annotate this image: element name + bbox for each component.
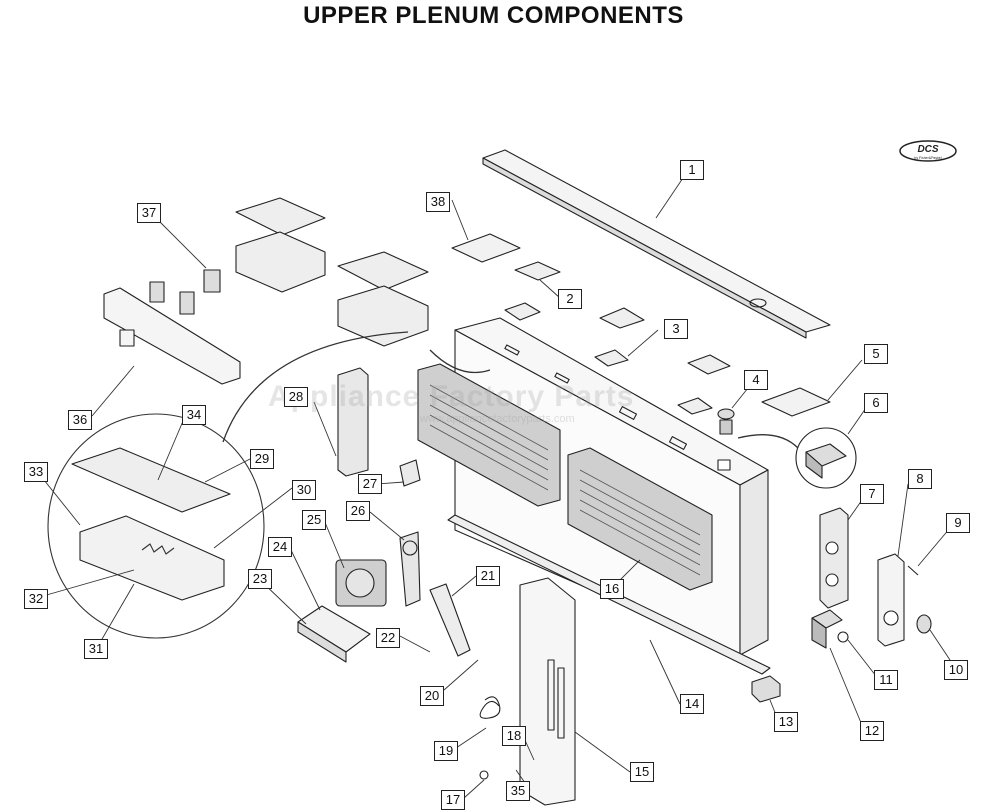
part-23-24-bracket: [297, 605, 371, 663]
callout-27: 27: [358, 474, 382, 494]
callout-5: 5: [864, 344, 888, 364]
logo-text: DCS: [917, 144, 938, 155]
callout-30: 30: [292, 480, 316, 500]
callout-33: 33: [24, 462, 48, 482]
part-26-arm: [399, 531, 421, 607]
callout-11: 11: [874, 670, 898, 690]
dcs-logo: DCS by Fisher&Paykel: [898, 139, 958, 163]
callout-38: 38: [426, 192, 450, 212]
watermark-text: Appliance Factory Parts: [268, 380, 635, 413]
callout-10: 10: [944, 660, 968, 680]
callout-7: 7: [860, 484, 884, 504]
part-25-motor: [335, 559, 387, 607]
part-4-knob: [717, 408, 735, 435]
callout-20: 20: [420, 686, 444, 706]
part-6-switch: [795, 427, 857, 489]
callout-36: 36: [68, 410, 92, 430]
callout-35: 35: [506, 781, 530, 801]
detail-arrows: [222, 331, 799, 449]
callout-3: 3: [664, 319, 688, 339]
callout-21: 21: [476, 566, 500, 586]
part-9-screw: [907, 565, 919, 576]
callout-14: 14: [680, 694, 704, 714]
watermark-subtext: www.appliancefactoryparts.com: [420, 413, 575, 425]
grille-slats: [429, 384, 701, 576]
part-1-top-cover-strip: [482, 149, 831, 339]
callout-34: 34: [182, 405, 206, 425]
detail-magnify-circle: [47, 413, 265, 639]
callout-2: 2: [558, 289, 582, 309]
callout-37: 37: [137, 203, 161, 223]
callout-26: 26: [346, 501, 370, 521]
callout-15: 15: [630, 762, 654, 782]
part-27-clip: [399, 459, 421, 487]
callout-19: 19: [434, 741, 458, 761]
part-13-clip: [751, 675, 781, 703]
part-7-bracket: [819, 507, 849, 609]
callout-9: 9: [946, 513, 970, 533]
diagram-title: UPPER PLENUM COMPONENTS: [303, 2, 684, 29]
callout-17: 17: [441, 790, 465, 810]
part-21-lever: [429, 583, 471, 657]
part-15-vertical-bracket: [519, 577, 576, 806]
callout-24: 24: [268, 537, 292, 557]
callout-32: 32: [24, 589, 48, 609]
part-17-nut: [479, 770, 489, 780]
callout-25: 25: [302, 510, 326, 530]
part-11-washer: [837, 631, 849, 643]
callout-12: 12: [860, 721, 884, 741]
part-2-3-bezels: [504, 261, 731, 415]
callout-4: 4: [744, 370, 768, 390]
callout-23: 23: [248, 569, 272, 589]
part-28-vertical-bracket: [337, 367, 369, 477]
callout-29: 29: [250, 449, 274, 469]
callout-1: 1: [680, 160, 704, 180]
callout-8: 8: [908, 469, 932, 489]
callout-13: 13: [774, 712, 798, 732]
logo-subtext: by Fisher&Paykel: [914, 156, 941, 160]
part-16-front-grilles: [417, 363, 713, 591]
part-38-plate: [451, 233, 521, 263]
part-12-block: [811, 609, 843, 649]
callout-18: 18: [502, 726, 526, 746]
part-5-plate: [761, 387, 831, 417]
part-10-grommet: [916, 614, 932, 634]
callout-28: 28: [284, 387, 308, 407]
callout-6: 6: [864, 393, 888, 413]
callout-22: 22: [376, 628, 400, 648]
part-36-bracket: [103, 287, 241, 385]
part-37-switches: [149, 269, 221, 315]
part-switch-housing-upper: [235, 197, 429, 347]
callout-16: 16: [600, 579, 624, 599]
callout-31: 31: [84, 639, 108, 659]
part-19-spring: [479, 696, 501, 719]
part-8-cover-plate: [877, 553, 905, 647]
